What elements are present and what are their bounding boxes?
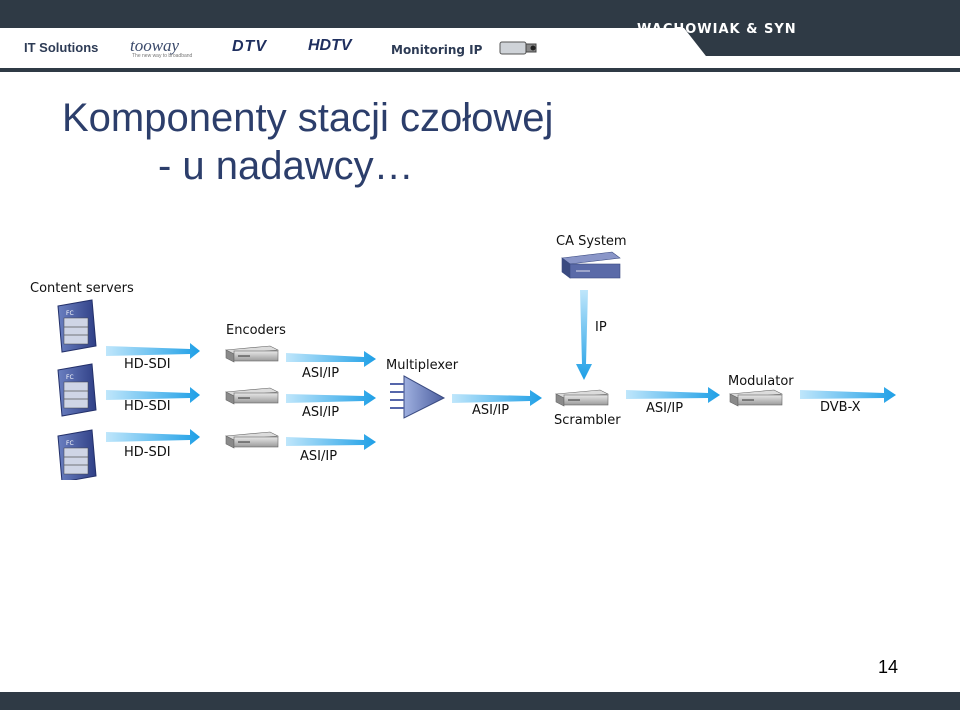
logo-hdtv: HDTV	[308, 37, 352, 54]
header-bar: IT Solutions tooway The new way to broad…	[0, 0, 960, 74]
ip-label: IP	[595, 320, 607, 335]
server-badge: FC	[66, 310, 74, 317]
modulator-label: Modulator	[728, 374, 794, 389]
header-underline	[0, 68, 960, 72]
asi-ip-label-3: ASI/IP	[300, 449, 337, 464]
ip-arrow	[576, 290, 592, 380]
ca-system-label: CA System	[556, 234, 627, 249]
asi-ip-arrow-3	[286, 434, 376, 450]
logo-monitoring-ip: Monitoring IP	[391, 43, 483, 57]
logo-tooway: tooway	[130, 36, 180, 55]
scrambler-label: Scrambler	[554, 413, 621, 428]
hd-sdi-label-3: HD-SDI	[124, 445, 171, 460]
content-servers-label: Content servers	[30, 281, 134, 296]
server-badge: FC	[66, 440, 74, 447]
content-server-1: FC	[57, 299, 97, 353]
multiplexer-device	[390, 375, 446, 419]
headend-diagram: Content servers FC FC FC HD-SDI HD-SDI H…	[30, 234, 896, 480]
hd-sdi-label-2: HD-SDI	[124, 399, 171, 414]
hd-sdi-arrow-1	[106, 343, 200, 359]
encoder-2	[224, 387, 280, 405]
ca-system-device	[561, 251, 621, 279]
brand-logo: WACHOWIAK & SYN	[637, 22, 797, 37]
asi-ip-mux-label: ASI/IP	[472, 403, 509, 418]
asi-ip-label-1: ASI/IP	[302, 366, 339, 381]
asi-ip-label-2: ASI/IP	[302, 405, 339, 420]
slide-subtitle: - u nadawcy…	[158, 144, 414, 188]
encoder-1	[224, 345, 280, 363]
dvb-x-label: DVB-X	[820, 400, 861, 415]
mux-to-scrambler-arrow	[452, 390, 542, 406]
dvb-x-arrow	[800, 387, 896, 403]
encoders-label: Encoders	[226, 323, 286, 338]
hd-sdi-label-1: HD-SDI	[124, 357, 171, 372]
scrambler-device	[554, 389, 610, 407]
content-server-2: FC	[57, 363, 97, 417]
header-logo-strip	[0, 28, 720, 74]
server-badge: FC	[66, 374, 74, 381]
slide-title: Komponenty stacji czołowej	[62, 96, 554, 140]
asi-ip-arrow-1	[286, 351, 376, 367]
scrambler-to-modulator-arrow	[626, 387, 720, 403]
page-number: 14	[878, 657, 899, 677]
asi-ip-scrambler-label: ASI/IP	[646, 401, 683, 416]
logo-it-solutions: IT Solutions	[24, 40, 99, 55]
asi-ip-arrow-2	[286, 390, 376, 406]
hd-sdi-arrow-2	[106, 387, 200, 403]
modulator-device	[728, 389, 784, 407]
multiplexer-label: Multiplexer	[386, 358, 459, 373]
content-server-3: FC	[57, 429, 97, 480]
hd-sdi-arrow-3	[106, 429, 200, 445]
encoder-3	[224, 431, 280, 449]
logo-dtv: DTV	[232, 38, 267, 55]
footer-bar	[0, 692, 960, 710]
logo-tooway-tagline: The new way to broadband	[132, 53, 193, 59]
cctv-camera-icon	[499, 41, 537, 55]
